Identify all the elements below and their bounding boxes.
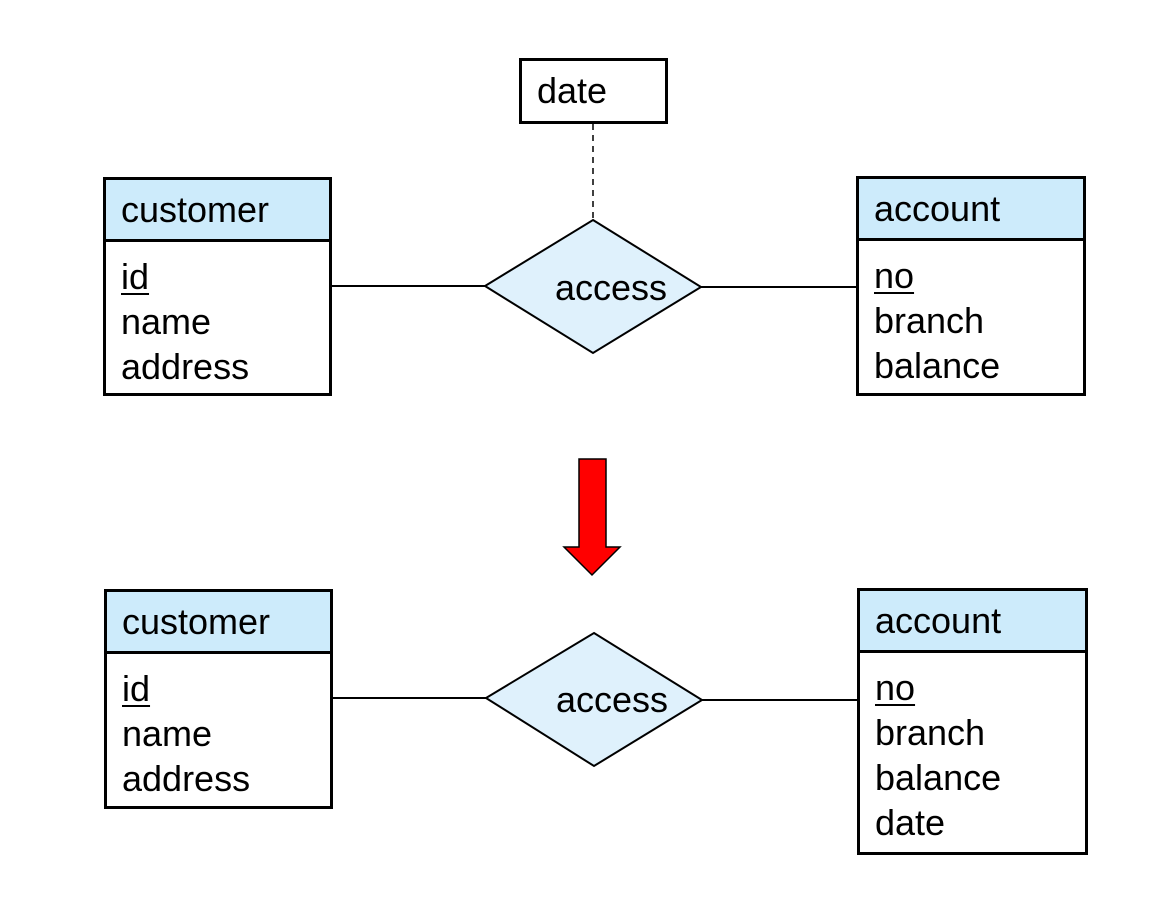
relationship-attribute-box: date: [519, 58, 668, 124]
entity-name: customer: [106, 180, 329, 242]
primary-key-attribute: id: [122, 668, 151, 709]
primary-key-attribute: no: [874, 255, 915, 296]
relationship-label-bottom: access: [556, 679, 669, 720]
customer-entity-top: customer id name address: [103, 177, 332, 396]
attribute: name: [121, 301, 212, 342]
account-entity-top: account no branch balance: [856, 176, 1086, 396]
relationship-diamond-bottom: [484, 631, 704, 768]
attribute: branch: [874, 300, 985, 341]
attribute: date: [875, 802, 946, 843]
primary-key-attribute: id: [121, 256, 150, 297]
relationship-diamond-top: [483, 218, 703, 355]
entity-attributes: no branch balance date: [860, 653, 1085, 845]
attribute: address: [122, 758, 251, 799]
attribute: balance: [875, 757, 1002, 798]
entity-attributes: no branch balance: [859, 241, 1083, 388]
down-arrow-icon: [562, 458, 622, 577]
account-entity-bottom: account no branch balance date: [857, 588, 1088, 855]
relationship-attribute-label: date: [537, 70, 608, 111]
customer-entity-bottom: customer id name address: [104, 589, 333, 809]
attribute: balance: [874, 345, 1001, 386]
entity-attributes: id name address: [106, 242, 329, 389]
relationship-label-top: access: [555, 267, 668, 308]
entity-name: account: [860, 591, 1085, 653]
entity-name: account: [859, 179, 1083, 241]
primary-key-attribute: no: [875, 667, 916, 708]
attribute: address: [121, 346, 250, 387]
entity-name: customer: [107, 592, 330, 654]
attribute: name: [122, 713, 213, 754]
attribute: branch: [875, 712, 986, 753]
entity-attributes: id name address: [107, 654, 330, 801]
